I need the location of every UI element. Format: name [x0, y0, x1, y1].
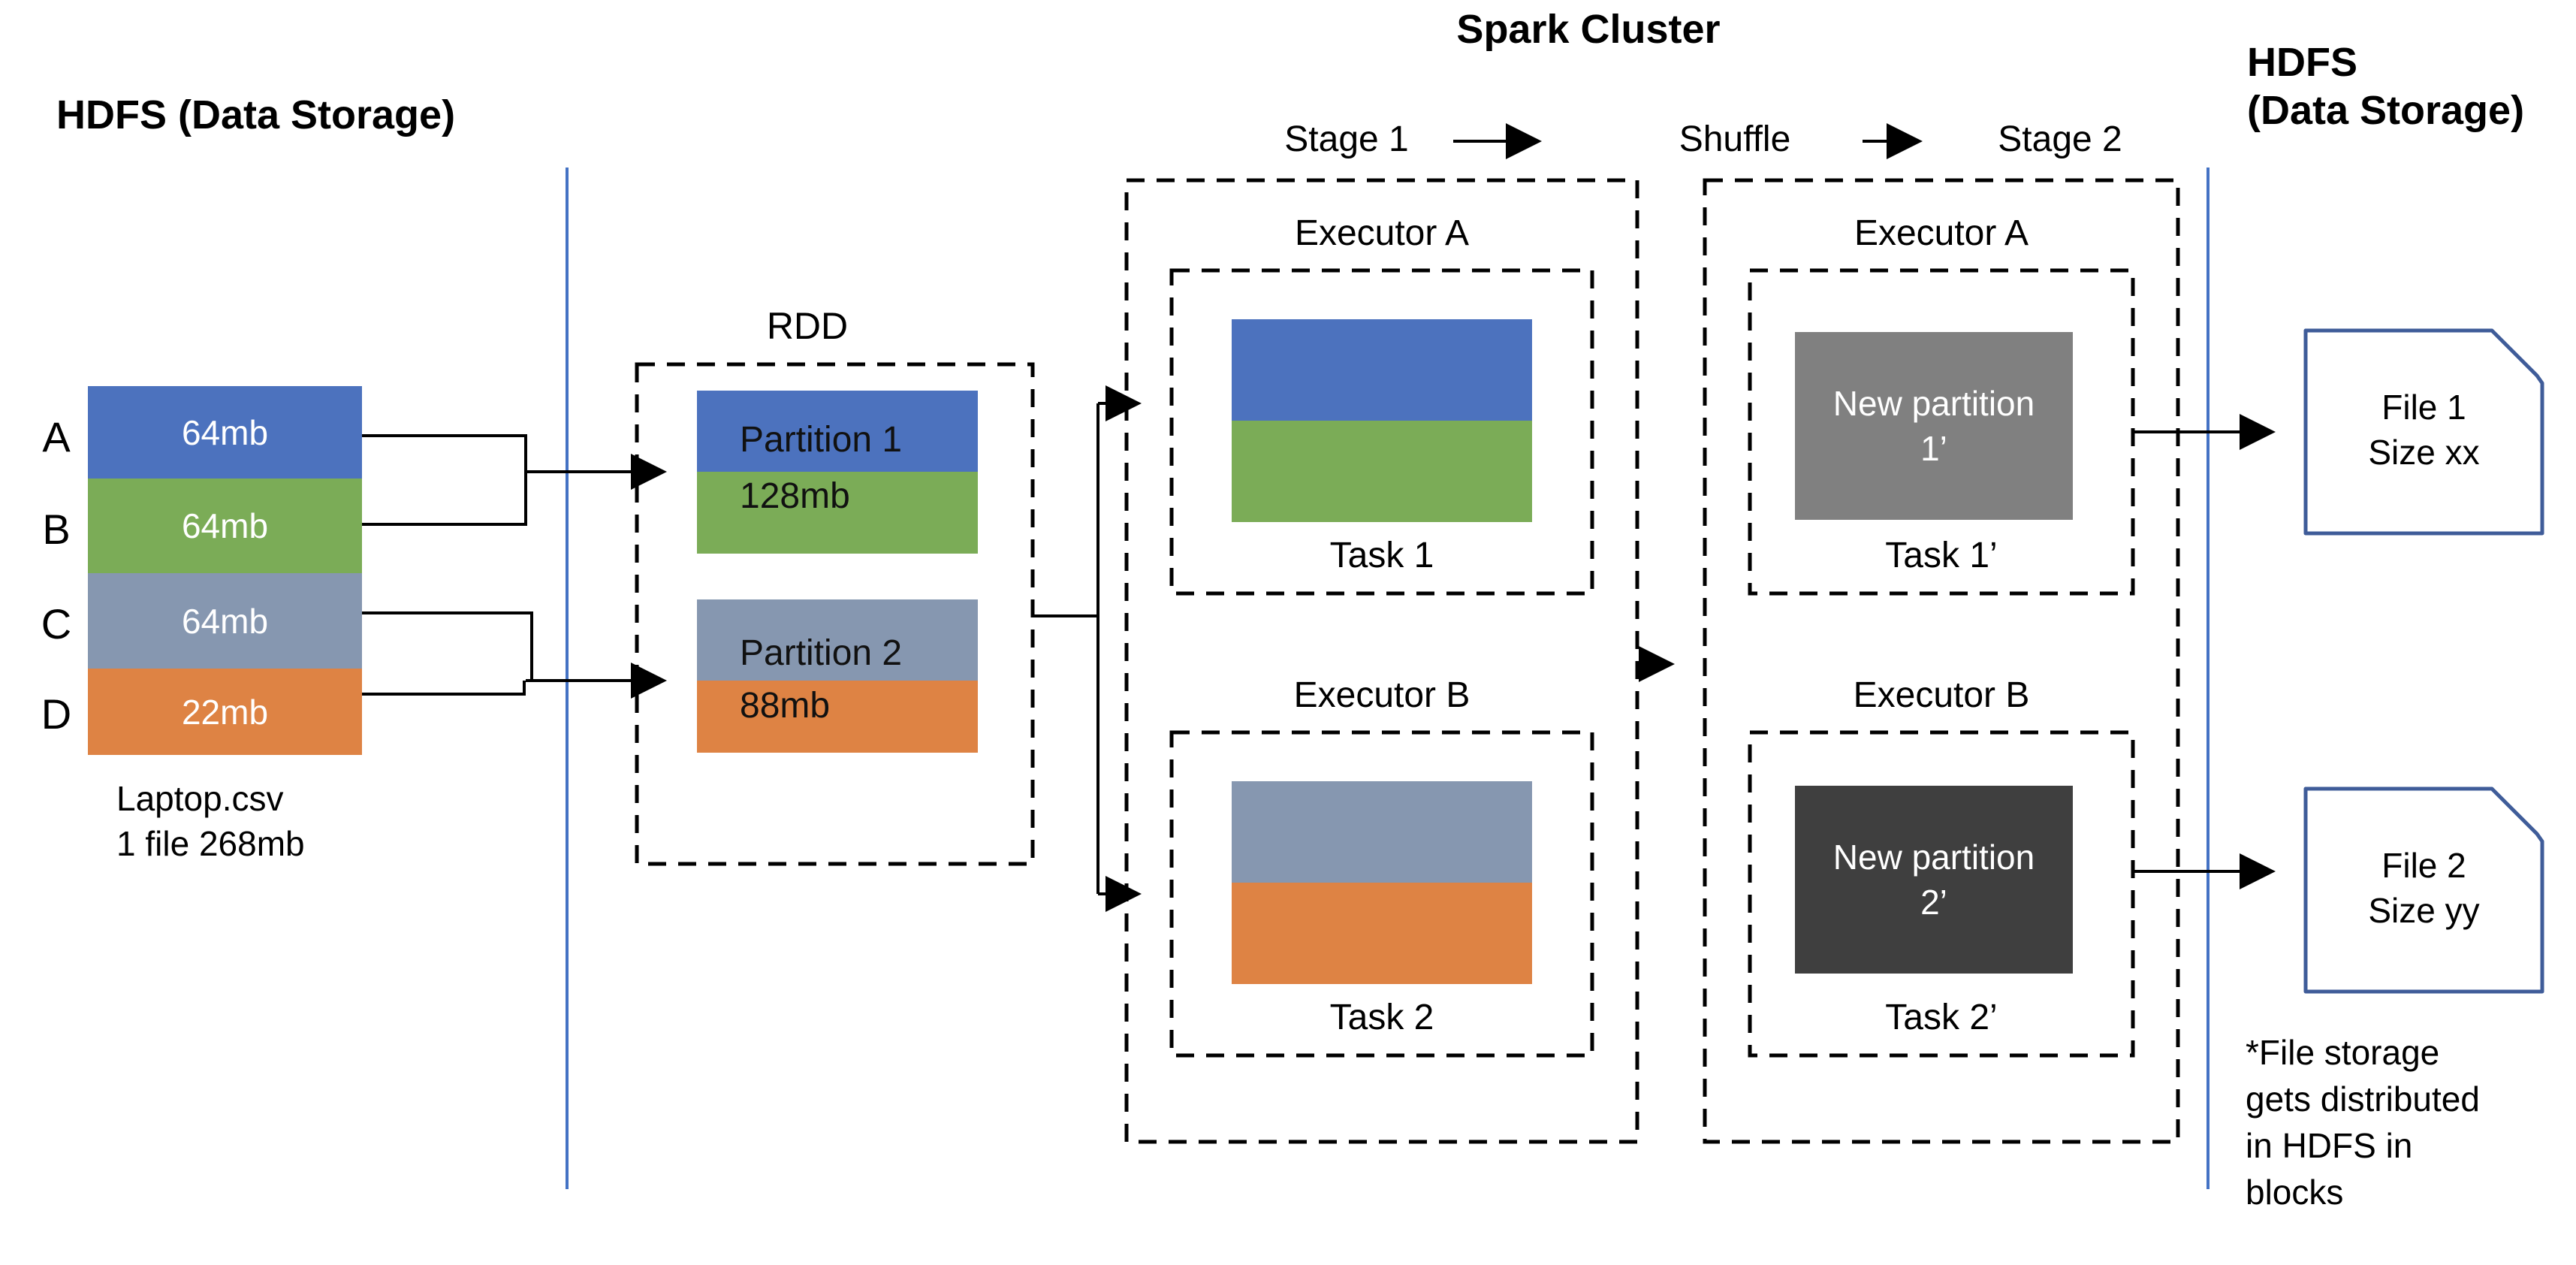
file1-shape: [2303, 328, 2544, 536]
partition2-size: 88mb: [740, 686, 831, 726]
task1p-label: Task 1’: [1885, 536, 1998, 575]
partition2-orange-half: [697, 681, 978, 753]
block-b-size: 64mb: [181, 506, 269, 545]
rdd-box: [635, 362, 1035, 866]
right-hdfs-title-line2: (Data Storage): [2247, 88, 2525, 133]
file2-shape: [2303, 786, 2544, 994]
new-partition-2-line2: 2’: [1920, 883, 1947, 922]
source-file-name: Laptop.csv: [116, 779, 284, 818]
stage1-task1-box: [1169, 268, 1594, 596]
stage2-task1-box: [1748, 268, 2135, 596]
task2-gray-half: [1232, 781, 1532, 883]
partition1-green-half: [697, 472, 978, 554]
file1-text: File 1 Size xx: [2306, 385, 2542, 475]
new-partition-1-line2: 1’: [1920, 429, 1947, 468]
partition1-blue-half: [697, 391, 978, 472]
new-partition-2-line1: New partition: [1832, 838, 2035, 877]
file2-name: File 2: [2381, 846, 2466, 885]
stage1-task2-box: [1169, 730, 1594, 1058]
partition1-name: Partition 1: [740, 420, 903, 460]
partition2-gray-half: [697, 599, 978, 681]
new-partition-2-block: New partition 2’: [1795, 786, 2073, 974]
hdfs-block-b: 64mb: [88, 479, 362, 573]
stage2-task2-box: [1748, 730, 2135, 1058]
new-partition-1-line1: New partition: [1832, 384, 2035, 423]
block-a-label: A: [42, 413, 71, 460]
hdfs-block-a: 64mb: [88, 386, 362, 479]
file2-size: Size yy: [2368, 891, 2480, 930]
partition1-size: 128mb: [740, 476, 850, 516]
rdd-title: RDD: [766, 305, 849, 347]
shuffle-label: Shuffle: [1679, 119, 1791, 159]
stage1-executor-b-label: Executor B: [1293, 675, 1470, 715]
source-file-size: 1 file 268mb: [116, 824, 305, 863]
stage1-label: Stage 1: [1284, 119, 1409, 159]
block-d-label: D: [41, 690, 72, 738]
stage1-executor-a-label: Executor A: [1294, 213, 1470, 253]
new-partition-1-block: New partition 1’: [1795, 332, 2073, 520]
stage2-executor-b-label: Executor B: [1853, 675, 2030, 715]
partition2-name: Partition 2: [740, 633, 903, 673]
stage2-label: Stage 2: [1998, 119, 2122, 159]
task1-blue-half: [1232, 319, 1532, 421]
file1-name: File 1: [2381, 388, 2466, 427]
task2-orange-half: [1232, 883, 1532, 984]
block-c-label: C: [41, 600, 72, 648]
right-hdfs-title-line1: HDFS: [2247, 40, 2357, 85]
block-b-label: B: [42, 506, 71, 553]
stage2-box: [1703, 178, 2180, 1144]
block-d-size: 22mb: [181, 692, 269, 732]
task2-label: Task 2: [1329, 998, 1434, 1037]
hdfs-storage-note: *File storage gets distributed in HDFS i…: [2246, 1033, 2480, 1212]
task1-label: Task 1: [1329, 536, 1434, 575]
block-c-size: 64mb: [181, 601, 269, 641]
stage2-executor-a-label: Executor A: [1854, 213, 2029, 253]
stage1-box: [1124, 178, 1639, 1144]
hdfs-block-c: 64mb: [88, 573, 362, 669]
file1-size: Size xx: [2368, 433, 2480, 472]
left-hdfs-title: HDFS (Data Storage): [56, 92, 456, 137]
block-a-size: 64mb: [181, 412, 269, 452]
connector-blockD: [362, 681, 526, 696]
task2p-label: Task 2’: [1885, 998, 1998, 1037]
connector-blockC: [362, 611, 533, 681]
task1-green-half: [1232, 421, 1532, 522]
hdfs-block-d: 22mb: [88, 669, 362, 755]
spark-cluster-title: Spark Cluster: [1456, 7, 1721, 52]
file2-text: File 2 Size yy: [2306, 843, 2542, 933]
